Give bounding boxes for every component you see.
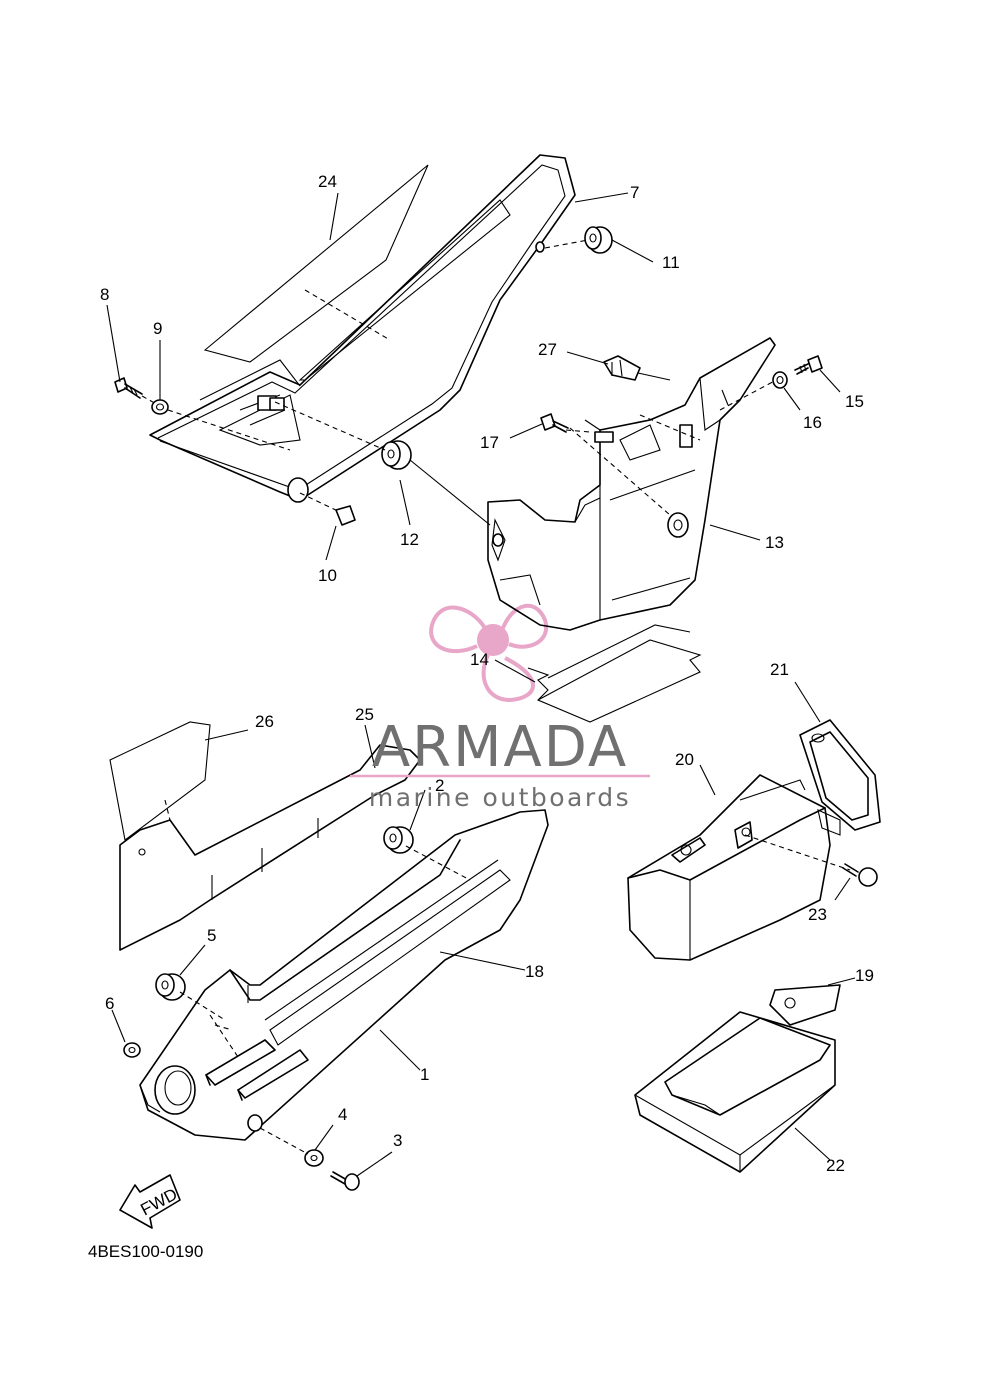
callout-11: 11	[662, 253, 680, 272]
callout-24: 24	[318, 172, 337, 191]
callout-18: 18	[525, 962, 544, 981]
callout-5: 5	[207, 926, 216, 945]
callout-26: 26	[255, 712, 274, 731]
armada-watermark: ARMADA marine outboards	[350, 715, 650, 812]
part-25-inner-panel	[119, 744, 421, 951]
part-6-collar	[123, 1042, 141, 1058]
part-5-grommet	[155, 973, 226, 1021]
callout-3: 3	[393, 1131, 402, 1150]
callout-7: 7	[630, 183, 639, 202]
callout-15: 15	[845, 392, 864, 411]
part-16-grommet	[772, 371, 788, 389]
callout-17: 17	[480, 433, 499, 452]
part-2-grommet	[383, 826, 471, 881]
part-13-battery-box	[487, 337, 781, 631]
part-3-screw	[330, 1171, 360, 1191]
part-26-decal	[109, 721, 211, 841]
part-20-toolbox	[627, 774, 851, 961]
part-24-decal	[203, 164, 429, 363]
part-27-clip	[603, 355, 641, 381]
callout-13: 13	[765, 533, 784, 552]
callout-numbers: 24 7 11 8 9 27 15 16 17 12 13 10 14 21 2…	[100, 172, 874, 1175]
part-10-collar	[299, 492, 356, 526]
callout-2: 2	[435, 776, 444, 795]
part-15-bolt	[794, 355, 823, 375]
callout-16: 16	[803, 413, 822, 432]
callout-1: 1	[420, 1065, 429, 1084]
part-1-lower-cover	[139, 809, 549, 1141]
diagram-code: 4BES100-0190	[88, 1242, 203, 1261]
part-21-strap	[799, 719, 881, 836]
callout-12: 12	[400, 530, 419, 549]
part-22-tray	[634, 1011, 836, 1173]
fwd-arrow-icon: FWD	[119, 1174, 181, 1229]
part-12-grommet	[274, 401, 491, 526]
callout-23: 23	[808, 905, 827, 924]
part-11-grommet	[535, 226, 613, 254]
callout-10: 10	[318, 566, 337, 585]
watermark-brand: ARMADA	[372, 715, 628, 780]
watermark-tagline: marine outboards	[369, 783, 631, 812]
callout-6: 6	[105, 994, 114, 1013]
callout-14: 14	[470, 650, 489, 669]
callout-8: 8	[100, 285, 109, 304]
part-23-bolt	[842, 863, 878, 887]
callout-27: 27	[538, 340, 557, 359]
callout-22: 22	[826, 1156, 845, 1175]
part-4-washer	[259, 1127, 324, 1167]
callout-21: 21	[770, 660, 789, 679]
callout-19: 19	[855, 966, 874, 985]
callout-20: 20	[675, 750, 694, 769]
part-9-grommet	[151, 399, 291, 451]
callout-4: 4	[338, 1105, 347, 1124]
part-14-mat	[527, 624, 702, 723]
part-7-upper-cover	[149, 154, 576, 503]
part-17-bolt	[540, 413, 591, 433]
leader-lines	[106, 192, 856, 1177]
part-19-flap	[769, 984, 841, 1026]
callout-25: 25	[355, 705, 374, 724]
armada-propeller-logo	[429, 603, 549, 703]
part-8-bolt	[114, 377, 161, 407]
callout-9: 9	[153, 319, 162, 338]
